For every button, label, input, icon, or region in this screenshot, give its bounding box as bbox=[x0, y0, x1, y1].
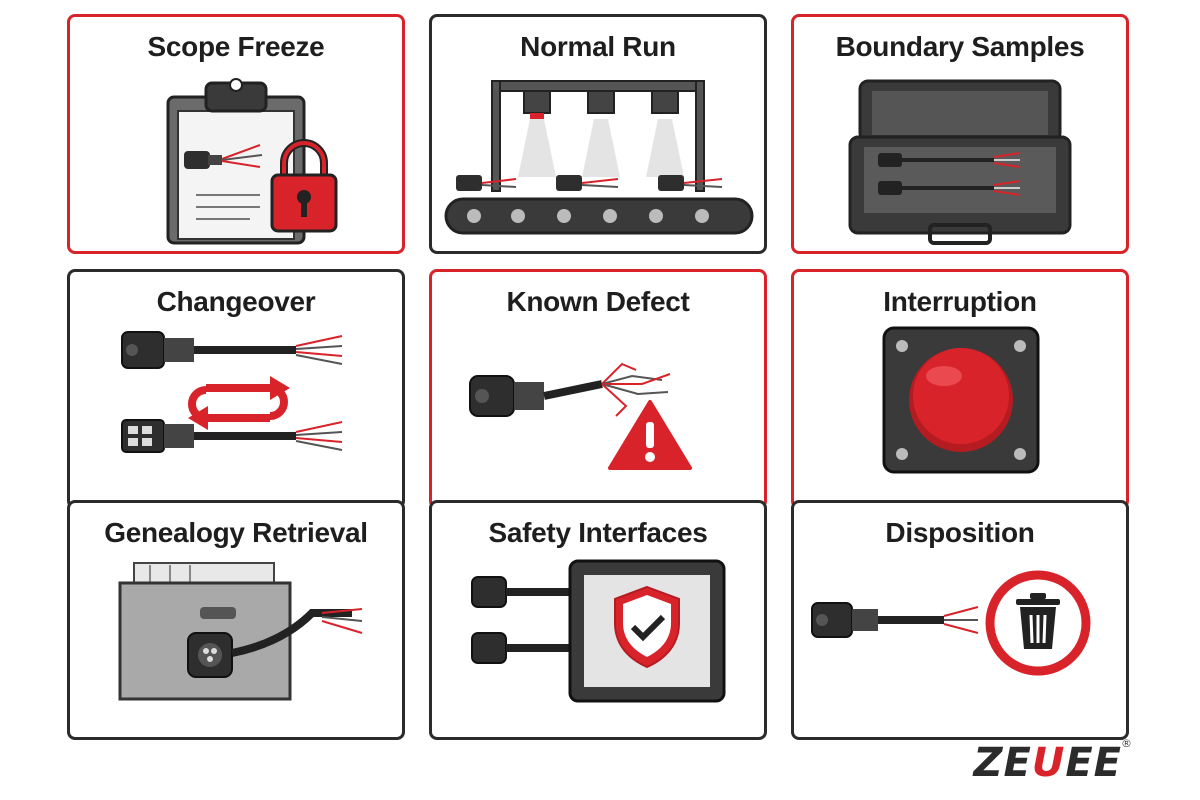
brand-logo: ZEUEE bbox=[974, 740, 1122, 786]
changeover-illustration bbox=[121, 331, 343, 453]
swap-arrows-icon bbox=[188, 376, 290, 430]
padlock-icon bbox=[270, 139, 338, 233]
warning-triangle-icon bbox=[608, 400, 692, 470]
card-boundary-samples: Boundary Samples bbox=[791, 14, 1129, 254]
disposition-illustration bbox=[811, 570, 1091, 676]
card-title: Safety Interfaces bbox=[488, 517, 708, 548]
conveyor-icon bbox=[444, 80, 754, 235]
card-scope-freeze: Scope Freeze bbox=[67, 14, 405, 254]
logo-part-a: ZE bbox=[973, 740, 1032, 786]
trash-icon bbox=[985, 570, 1091, 676]
card-safety-interfaces: Safety Interfaces bbox=[429, 500, 767, 740]
card-normal-run: Normal Run bbox=[429, 14, 767, 254]
stop-button-icon bbox=[882, 326, 1040, 474]
file-box-icon bbox=[118, 562, 363, 701]
safety-illustration bbox=[471, 559, 726, 703]
card-disposition: Disposition bbox=[791, 500, 1129, 740]
card-known-defect: Known Defect bbox=[429, 269, 767, 509]
clipboard-icon bbox=[166, 78, 338, 245]
sample-case-icon bbox=[848, 79, 1072, 245]
defect-illustration bbox=[469, 362, 692, 470]
card-genealogy-retrieval: Genealogy Retrieval bbox=[67, 500, 405, 740]
card-title: Normal Run bbox=[520, 31, 676, 62]
logo-part-b: U bbox=[1031, 740, 1066, 786]
card-title: Genealogy Retrieval bbox=[104, 517, 368, 548]
card-title: Disposition bbox=[885, 517, 1035, 548]
card-interruption: Interruption bbox=[791, 269, 1129, 509]
card-title: Changeover bbox=[156, 286, 316, 317]
shield-check-icon bbox=[614, 585, 680, 669]
logo-part-c: EE bbox=[1065, 740, 1122, 786]
card-changeover: Changeover bbox=[67, 269, 405, 509]
registered-mark: ® bbox=[1121, 737, 1132, 750]
card-title: Boundary Samples bbox=[835, 31, 1085, 62]
card-title: Scope Freeze bbox=[147, 31, 325, 62]
card-title: Interruption bbox=[883, 286, 1037, 317]
card-title: Known Defect bbox=[506, 286, 690, 317]
